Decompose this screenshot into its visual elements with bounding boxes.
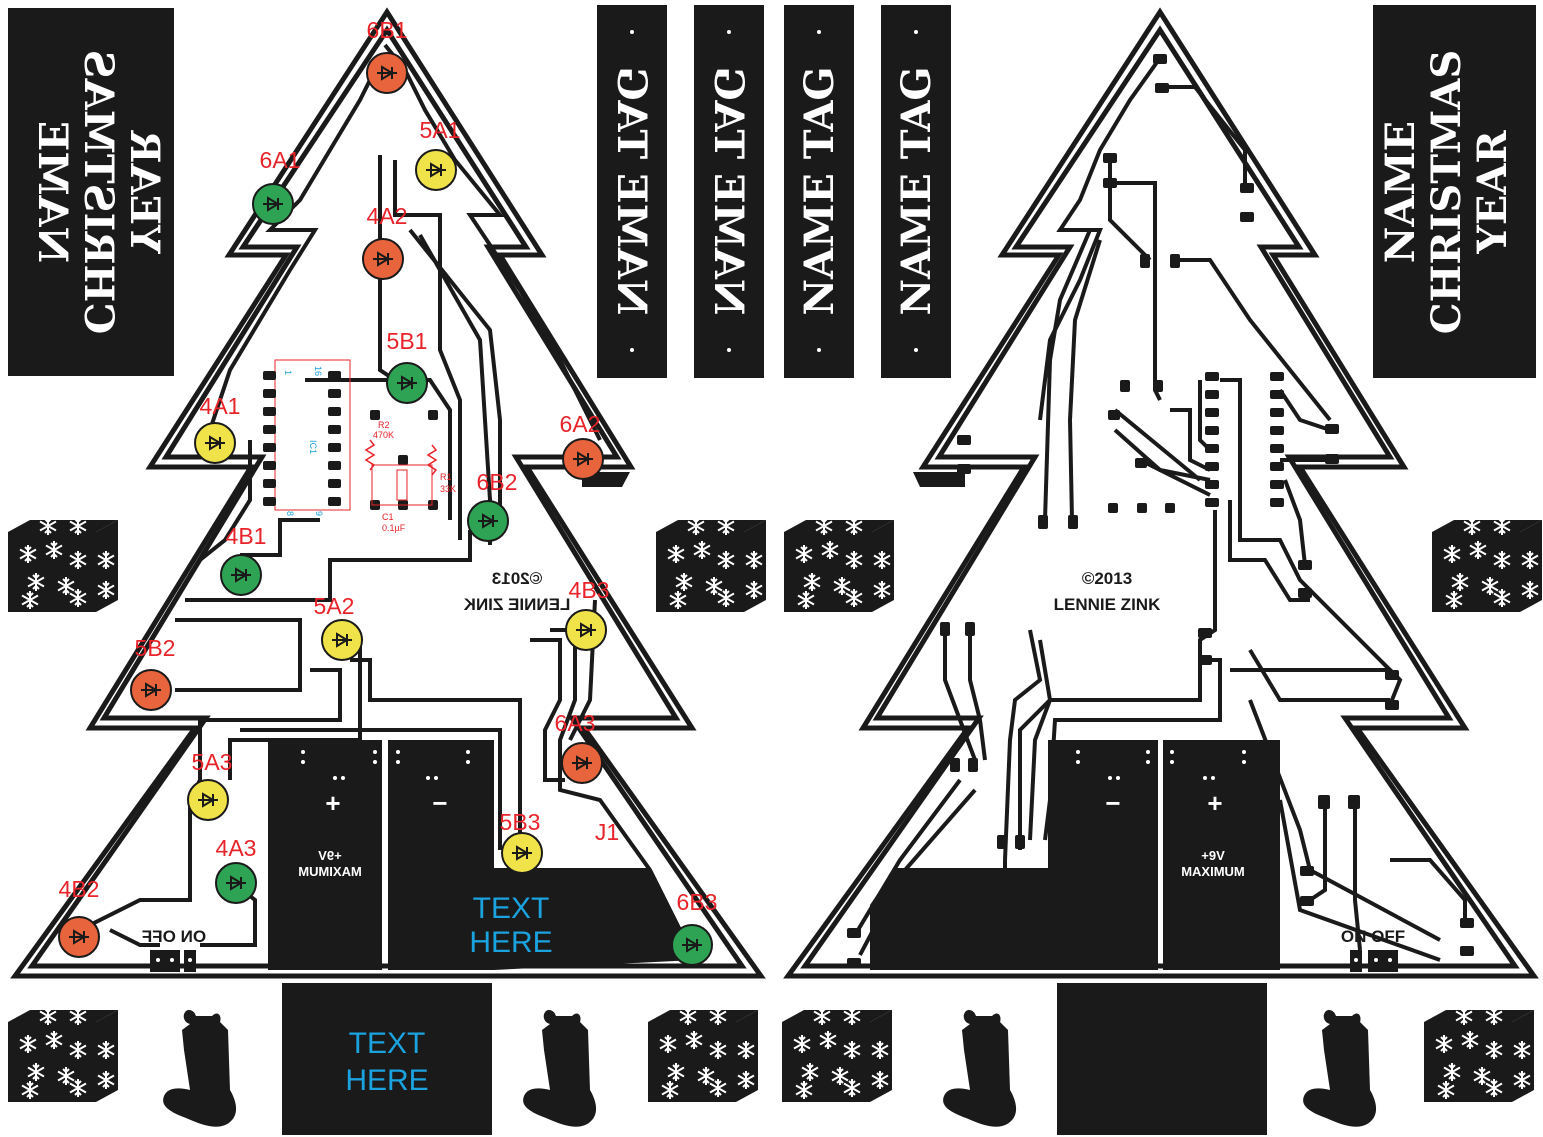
gift-box-6 xyxy=(648,1007,758,1102)
led-label-4b1: 4B1 xyxy=(226,523,267,549)
name-tag-strip-3: NAME TAG xyxy=(784,5,854,378)
name-christmas-panel: NAME CHRISTMAS YEAR xyxy=(1373,5,1536,378)
led-label-6b3: 6B3 xyxy=(677,889,718,915)
right-switch-label: ON OFF xyxy=(1341,927,1405,946)
left-minus-sign: − xyxy=(432,788,447,818)
led-6b3: 6B3 xyxy=(671,889,718,966)
led-6a2: 6A2 xyxy=(560,411,604,480)
left-author: LENNIE ZINK xyxy=(463,595,570,614)
stocking-4 xyxy=(1303,1010,1377,1127)
led-label-6a1: 6A1 xyxy=(260,147,301,173)
led-label-6a2: 6A2 xyxy=(560,411,601,437)
led-6b2: 6B2 xyxy=(467,469,518,542)
right-copyright: ©2013 xyxy=(1082,569,1132,588)
c1-label: C1 xyxy=(382,512,394,522)
pin9-label: 9 xyxy=(314,511,324,516)
gift-box-4 xyxy=(1432,517,1542,612)
left-copyright: ©2013 xyxy=(492,569,542,588)
r1-label: R1 xyxy=(440,472,452,482)
panel-line-3: YEAR xyxy=(1469,130,1516,255)
stocking-3 xyxy=(943,1010,1017,1127)
gift-box-2 xyxy=(656,517,766,612)
right-plus-sign: + xyxy=(1207,788,1222,818)
mirror-line-2: CHRISTMAS xyxy=(75,50,122,334)
name-tag-strip-1: NAME TAG xyxy=(597,5,667,378)
board-text-line2: HERE xyxy=(469,926,552,959)
led-label-5a2: 5A2 xyxy=(314,593,355,619)
led-label-5b2: 5B2 xyxy=(135,635,176,661)
gift-box-7 xyxy=(782,1007,892,1102)
led-label-6b2: 6B2 xyxy=(477,469,518,495)
r2-label: R2 xyxy=(378,420,390,430)
left-battery-line2: MAXIMUM xyxy=(298,864,362,879)
gift-box-8 xyxy=(1424,1007,1534,1102)
stocking-2 xyxy=(523,1010,597,1127)
led-6b1: 6B1 xyxy=(366,17,408,94)
led-4a1: 4A1 xyxy=(194,393,241,464)
led-4a2: 4A2 xyxy=(362,203,408,280)
led-label-6a3: 6A3 xyxy=(555,710,596,736)
panel-line-2: CHRISTMAS xyxy=(1423,50,1470,334)
left-tree-board: R2 470K R1 33K C1 0.1µF IC1 1 16 8 9 ©20… xyxy=(10,7,766,979)
pin8-label: 8 xyxy=(285,511,295,516)
led-5a1: 5A1 xyxy=(415,117,461,191)
right-minus-sign: − xyxy=(1105,788,1120,818)
led-4b3: 4B3 xyxy=(565,577,610,651)
led-label-5b1: 5B1 xyxy=(387,328,428,354)
r2-value: 470K xyxy=(373,430,394,440)
left-switch-label: ON OFF xyxy=(142,927,206,946)
pin16-label: 16 xyxy=(313,366,323,376)
ic1-label: IC1 xyxy=(308,440,318,454)
mirror-name-panel: YEAR CHRISTMAS NAME xyxy=(8,8,174,376)
c1-value: 0.1µF xyxy=(382,523,406,533)
led-5b3: 5B3 xyxy=(500,809,543,874)
bottom-text-line1: TEXT xyxy=(349,1027,426,1060)
name-tag-strip-2: NAME TAG xyxy=(694,5,764,378)
led-4a3: 4A3 xyxy=(215,835,257,904)
mirror-line-3: NAME xyxy=(29,121,76,263)
led-5b2: 5B2 xyxy=(130,635,176,711)
tag-text-2: NAME TAG xyxy=(705,66,752,315)
tag-text-4: NAME TAG xyxy=(893,66,940,315)
led-label-5a3: 5A3 xyxy=(192,749,233,775)
led-label-4b3: 4B3 xyxy=(569,577,610,603)
left-plus-sign: + xyxy=(325,788,340,818)
led-label-5a1: 5A1 xyxy=(420,117,461,143)
mirror-line-1: YEAR xyxy=(121,130,168,255)
board-text-line1: TEXT xyxy=(473,892,550,925)
led-label-4a1: 4A1 xyxy=(200,393,241,419)
right-battery-line2: MAXIMUM xyxy=(1181,864,1245,879)
bottom-blank-panel xyxy=(1057,983,1267,1135)
led-label-5b3: 5B3 xyxy=(500,809,541,835)
led-4b1: 4B1 xyxy=(220,523,267,596)
gift-box-1 xyxy=(8,517,118,612)
led-6a3: 6A3 xyxy=(555,710,603,784)
pin1-label: 1 xyxy=(283,370,293,375)
right-battery-line1: +9V xyxy=(1201,848,1225,863)
bottom-text-panel: TEXT HERE xyxy=(282,983,492,1135)
led-6a1: 6A1 xyxy=(252,147,301,225)
led-5a2: 5A2 xyxy=(314,593,363,661)
name-tag-strip-4: NAME TAG xyxy=(881,5,951,378)
led-label-4a2: 4A2 xyxy=(367,203,408,229)
r1-value: 33K xyxy=(440,484,456,494)
bottom-text-line2: HERE xyxy=(345,1064,428,1097)
led-label-4b2: 4B2 xyxy=(59,876,100,902)
led-5a3: 5A3 xyxy=(187,749,233,821)
led-label-4a3: 4A3 xyxy=(216,835,257,861)
connector-j1-label: J1 xyxy=(595,819,619,845)
right-tree-board: ©2013 LENNIE ZINK − + +9V MAXIMUM ON OFF xyxy=(783,7,1539,979)
tag-text-1: NAME TAG xyxy=(608,66,655,315)
led-5b1: 5B1 xyxy=(386,328,428,404)
left-battery-line1: +9V xyxy=(318,848,342,863)
stocking-1 xyxy=(163,1010,237,1127)
panel-line-1: NAME xyxy=(1377,121,1424,263)
gift-box-5 xyxy=(8,1007,118,1102)
tag-text-3: NAME TAG xyxy=(796,66,843,315)
led-label-6b1: 6B1 xyxy=(367,17,408,43)
gift-box-3 xyxy=(784,517,894,612)
led-4b2: 4B2 xyxy=(58,876,100,958)
right-author: LENNIE ZINK xyxy=(1054,595,1161,614)
